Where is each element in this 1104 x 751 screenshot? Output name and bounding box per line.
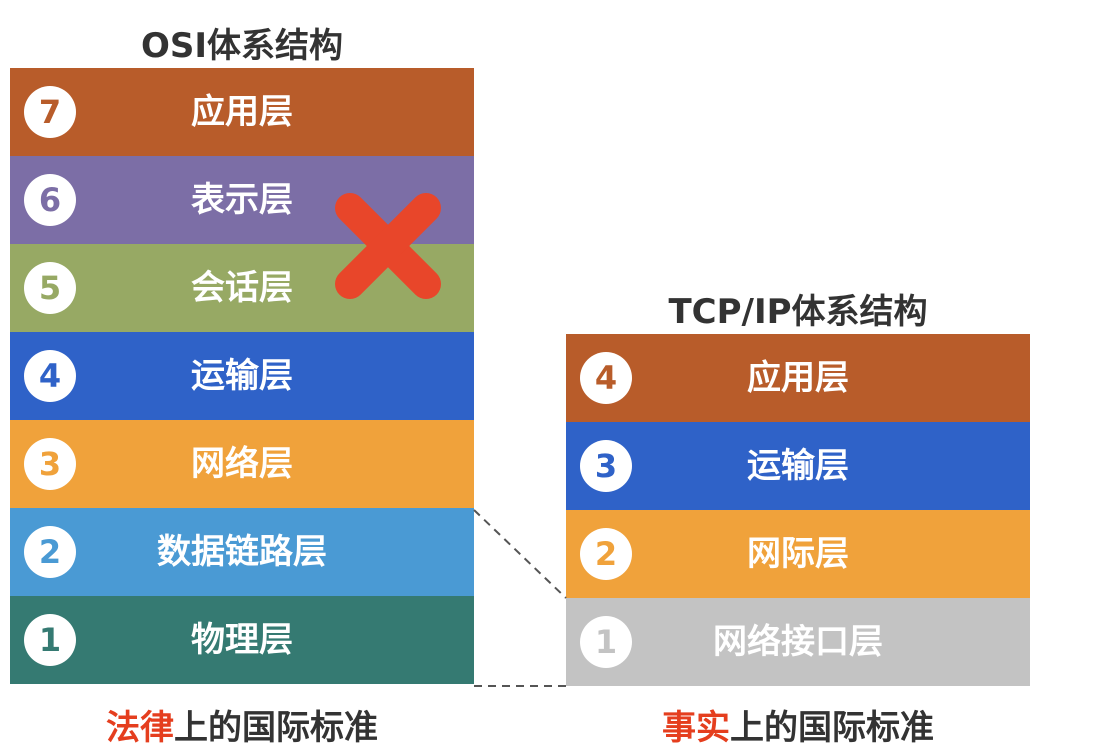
layer-name: 表示层 xyxy=(191,180,293,220)
layer-name: 运输层 xyxy=(747,446,849,486)
caption-text: 上的国际标准 xyxy=(174,708,378,748)
tcpip-caption: 事实上的国际标准 xyxy=(566,700,1030,749)
cross-mark-icon xyxy=(335,193,441,299)
layer-number-badge: 2 xyxy=(24,526,76,578)
layer-number-badge: 4 xyxy=(24,350,76,402)
caption-highlight: 事实 xyxy=(662,708,730,748)
layer-number-badge: 6 xyxy=(24,174,76,226)
layer-number-badge: 7 xyxy=(24,86,76,138)
layer-name: 会话层 xyxy=(191,268,293,308)
layer-name: 数据链路层 xyxy=(157,532,327,572)
tcpip-layer-4: 4 应用层 xyxy=(566,334,1030,422)
tcpip-layer-3: 3 运输层 xyxy=(566,422,1030,510)
tcpip-title: TCP/IP体系结构 xyxy=(668,292,928,332)
layer-number-badge: 3 xyxy=(24,438,76,490)
layer-number-badge: 3 xyxy=(580,440,632,492)
osi-caption: 法律上的国际标准 xyxy=(10,700,474,749)
osi-layer-2: 2 数据链路层 xyxy=(10,508,474,596)
connector-diagonal xyxy=(473,509,567,599)
osi-layer-3: 3 网络层 xyxy=(10,420,474,508)
layer-number-badge: 2 xyxy=(580,528,632,580)
caption-highlight: 法律 xyxy=(106,708,174,748)
layer-name: 应用层 xyxy=(191,92,293,132)
tcpip-layer-1: 1 网络接口层 xyxy=(566,598,1030,686)
layer-name: 应用层 xyxy=(747,358,849,398)
osi-layer-4: 4 运输层 xyxy=(10,332,474,420)
layer-number-badge: 5 xyxy=(24,262,76,314)
layer-name: 网络接口层 xyxy=(713,622,883,662)
layer-name: 网络层 xyxy=(191,444,293,484)
layer-number-badge: 1 xyxy=(580,616,632,668)
caption-text: 上的国际标准 xyxy=(730,708,934,748)
osi-title: OSI体系结构 xyxy=(140,26,344,66)
layer-number-badge: 1 xyxy=(24,614,76,666)
tcpip-layer-stack: 4 应用层 3 运输层 2 网际层 1 网络接口层 xyxy=(566,334,1030,686)
layer-name: 运输层 xyxy=(191,356,293,396)
layer-number-badge: 4 xyxy=(580,352,632,404)
layer-name: 物理层 xyxy=(191,620,293,660)
osi-layer-stack: 7 应用层 6 表示层 5 会话层 4 运输层 3 网络层 2 数据链路层 1 … xyxy=(10,68,474,684)
layer-name: 网际层 xyxy=(747,534,849,574)
osi-layer-1: 1 物理层 xyxy=(10,596,474,684)
osi-layer-7: 7 应用层 xyxy=(10,68,474,156)
tcpip-layer-2: 2 网际层 xyxy=(566,510,1030,598)
